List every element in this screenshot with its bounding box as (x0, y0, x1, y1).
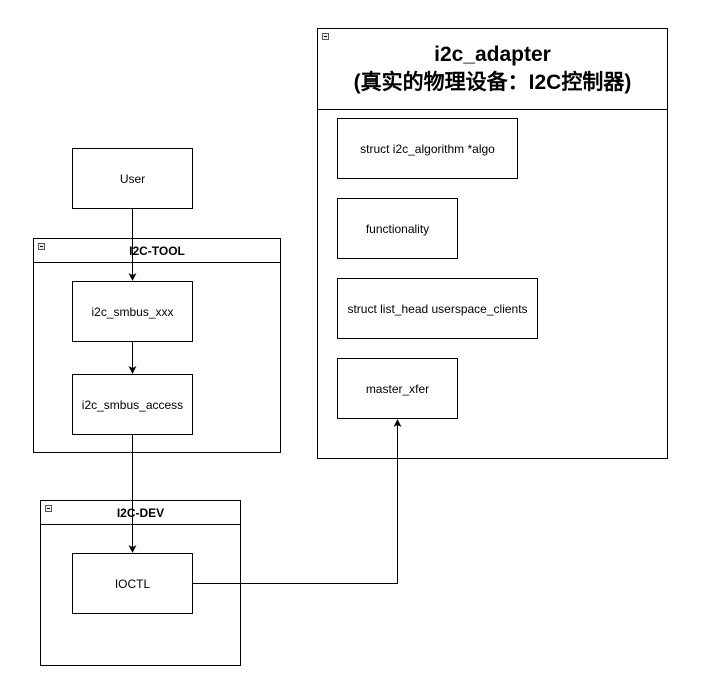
member-algo[interactable]: struct i2c_algorithm *algo (337, 118, 518, 179)
user-box[interactable]: User (72, 148, 193, 209)
collapse-icon[interactable] (322, 33, 329, 40)
member-master-xfer[interactable]: master_xfer (337, 358, 458, 419)
i2c-tool-header: I2C-TOOL (34, 239, 280, 263)
collapse-icon[interactable] (45, 505, 52, 512)
i2c-tool-title: I2C-TOOL (129, 243, 185, 258)
collapse-icon[interactable] (38, 243, 45, 250)
i2c-dev-header: I2C-DEV (41, 501, 240, 525)
i2c-smbus-xxx-box[interactable]: i2c_smbus_xxx (72, 281, 193, 342)
member-userspace-clients[interactable]: struct list_head userspace_clients (337, 278, 538, 339)
i2c-adapter-subtitle: (真实的物理设备：I2C控制器) (353, 71, 632, 94)
i2c-adapter-title: i2c_adapter (434, 43, 551, 66)
i2c-dev-title: I2C-DEV (116, 505, 165, 520)
member-functionality[interactable]: functionality (337, 198, 458, 259)
ioctl-box[interactable]: IOCTL (72, 553, 193, 614)
i2c-smbus-access-box[interactable]: i2c_smbus_access (72, 374, 193, 435)
i2c-adapter-header: i2c_adapter (真实的物理设备：I2C控制器) (318, 29, 667, 110)
